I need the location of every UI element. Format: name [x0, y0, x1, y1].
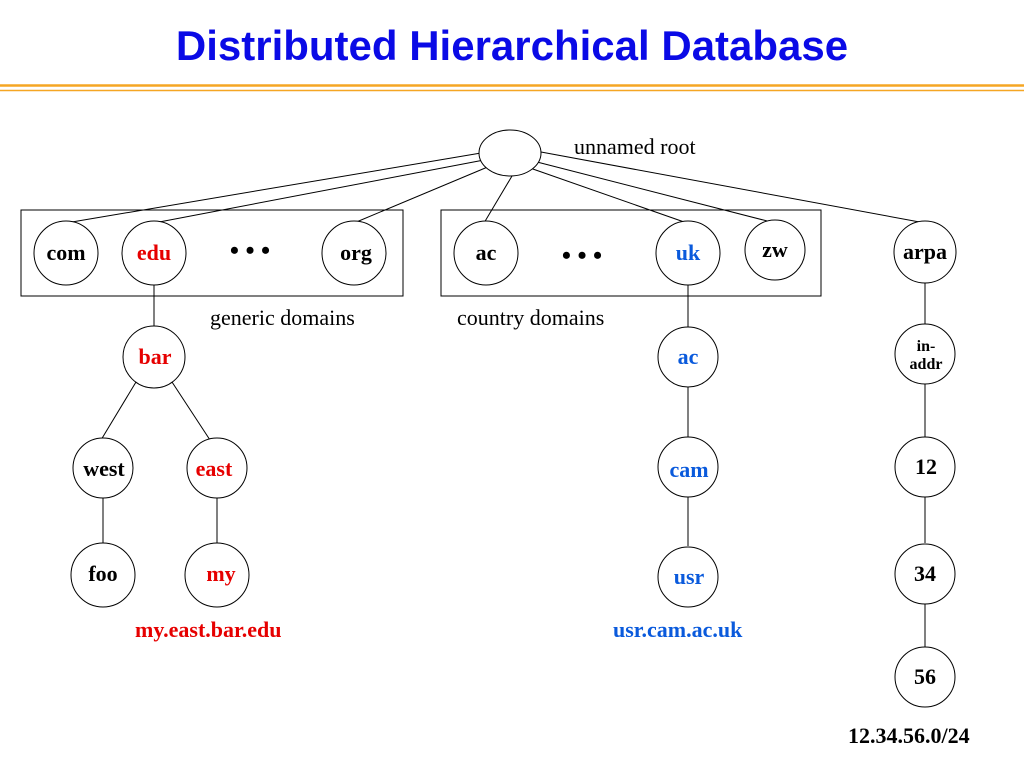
label-foo: foo: [88, 561, 117, 586]
node-org: [321, 220, 387, 286]
node-ac-top: [453, 220, 519, 286]
label-34: 34: [914, 561, 936, 586]
country-ellipsis: • • •: [562, 241, 602, 270]
label-east: east: [196, 456, 233, 481]
label-west: west: [83, 456, 125, 481]
country-caption: country domains: [457, 305, 604, 330]
label-uk: uk: [676, 240, 701, 265]
node-usr: [657, 546, 719, 608]
node-arpa: [893, 220, 957, 284]
node-edu: [121, 220, 187, 286]
generic-ellipsis: • • •: [230, 236, 270, 265]
page-title: Distributed Hierarchical Database: [175, 22, 849, 69]
label-edu: edu: [137, 240, 171, 265]
label-ac-uk: ac: [678, 344, 699, 369]
label-bar: bar: [139, 344, 172, 369]
generic-domains-box: [20, 209, 404, 297]
title-underline: [0, 84, 1024, 92]
node-foo: [70, 542, 136, 608]
node-my: [184, 542, 250, 608]
label-zw: zw: [762, 237, 788, 262]
node-uk: [655, 220, 721, 286]
node-ac-uk: [657, 326, 719, 388]
root-caption: unnamed root: [574, 134, 696, 159]
label-arpa: arpa: [903, 239, 947, 264]
node-bar: [122, 325, 186, 389]
blue-fqdn: usr.cam.ac.uk: [613, 617, 743, 642]
node-com: [33, 220, 99, 286]
label-cam: cam: [669, 457, 708, 482]
root-edges: [65, 151, 926, 224]
node-12: [894, 436, 956, 498]
generic-caption: generic domains: [210, 305, 355, 330]
red-fqdn: my.east.bar.edu: [135, 617, 281, 642]
node-west: [72, 437, 134, 499]
node-in-addr: [894, 323, 956, 385]
label-usr: usr: [674, 564, 705, 589]
country-domains-box: [440, 209, 822, 297]
label-in-addr-line2: addr: [910, 356, 943, 373]
node-cam: [657, 436, 719, 498]
node-zw: [744, 219, 806, 281]
label-org: org: [340, 240, 372, 265]
root-node: [478, 129, 542, 177]
label-56: 56: [914, 664, 936, 689]
label-my: my: [206, 561, 235, 586]
node-east: [186, 437, 248, 499]
arpa-fqdn: 12.34.56.0/24: [848, 723, 970, 748]
node-56: [894, 646, 956, 708]
label-com: com: [46, 240, 85, 265]
label-ac-top: ac: [476, 240, 497, 265]
label-in-addr-line1: in-: [917, 338, 936, 355]
node-34: [894, 543, 956, 605]
label-12: 12: [915, 454, 937, 479]
tree-edges: [100, 283, 926, 647]
